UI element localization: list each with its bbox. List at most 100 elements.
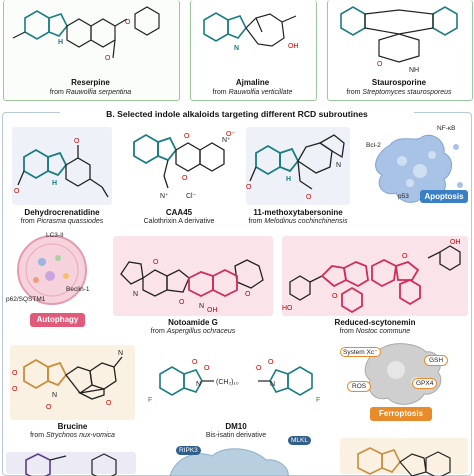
- svg-text:O: O: [184, 133, 190, 140]
- staurosporine-structure: O NH: [340, 6, 458, 74]
- dehydrocrenatidine-panel: [12, 127, 112, 205]
- panel-a-left: [3, 0, 180, 101]
- svg-text:O: O: [106, 400, 112, 407]
- staurosporine-source-prefix: from: [346, 89, 363, 96]
- necroptosis-label-mlkl: MLKL: [288, 436, 311, 445]
- svg-text:O: O: [182, 175, 188, 182]
- dm10-source: Bis-isatin derivative: [146, 432, 326, 439]
- svg-text:N: N: [234, 45, 239, 52]
- autophagy-vesicle-illustration: [17, 235, 87, 305]
- svg-text:O: O: [192, 359, 198, 366]
- reduced-scytonemin-source: from Nostoc commune: [282, 328, 468, 335]
- brucine-name: Brucine: [57, 422, 88, 431]
- svg-text:N: N: [52, 392, 57, 399]
- panel-a-mid: [190, 0, 317, 101]
- brucine-source: from Strychnos nux-vomica: [10, 432, 135, 439]
- ferroptosis-cell-illustration: [364, 343, 442, 405]
- staurosporine-name: Staurosporine: [371, 78, 427, 87]
- svg-text:O: O: [268, 359, 274, 366]
- autophagy-label-beclin: Beclin-1: [66, 286, 90, 293]
- dm10-n-left: N: [196, 381, 201, 388]
- autophagy-label-p62: p62/SQSTM1: [6, 296, 46, 303]
- reserpine-name: Reserpine: [71, 78, 110, 87]
- dm10-f-left: F: [148, 397, 152, 404]
- dm10-origin: Bis-isatin derivative: [205, 432, 267, 439]
- ajmaline-source-prefix: from: [212, 89, 229, 96]
- reduced-scytonemin-structure: O O HO OH: [282, 239, 461, 314]
- ferroptosis-label-systemxc: System Xc⁻: [340, 347, 381, 357]
- dehydrocrenatidine-species: Picrasma quassiodes: [36, 218, 104, 225]
- caa45-n-plus: N⁺: [222, 137, 231, 144]
- reserpine-structure: H O O: [12, 6, 160, 62]
- dehydrocrenatidine-name: Dehydrocrenatidine: [24, 208, 100, 217]
- caa45-name: CAA45: [165, 208, 193, 217]
- apoptosis-badge: Apoptosis: [420, 190, 468, 203]
- svg-text:O: O: [377, 61, 383, 68]
- reduced-scytonemin-species: Nostoc commune: [355, 328, 411, 335]
- caa45-n: N⁺: [160, 193, 169, 200]
- apoptosis-label-nfkb: NF-κB: [437, 125, 456, 132]
- notoamide-g-source: from Aspergillus ochraceus: [113, 328, 273, 335]
- notoamide-g-species: Aspergillus ochraceus: [166, 328, 236, 335]
- scytonemin-panel: [282, 236, 468, 316]
- dm10-f-right: F: [316, 397, 320, 404]
- row4-left-panel: [6, 452, 136, 474]
- ferroptosis-label-ros: ROS: [347, 381, 372, 392]
- dm10-n-right: N: [270, 381, 275, 388]
- section-b-title: B. Selected indole alkaloids targeting d…: [60, 104, 414, 120]
- svg-text:O: O: [153, 259, 159, 266]
- panel-a-right: [327, 0, 473, 101]
- svg-text:OH: OH: [450, 239, 461, 246]
- brucine-species: Strychnos nux-vomica: [46, 432, 115, 439]
- section-b-title-text: B. Selected indole alkaloids targeting d…: [106, 109, 368, 119]
- autophagy-badge: Autophagy: [30, 313, 85, 327]
- svg-text:O: O: [204, 365, 210, 372]
- svg-text:O: O: [12, 370, 18, 377]
- ferroptosis-badge: Ferroptosis: [370, 407, 432, 421]
- staurosporine-source: from Streptomyces staurosporeus: [327, 89, 471, 96]
- notoamide-g-source-prefix: from: [150, 328, 167, 335]
- ferroptosis-label-gpx4: GPX4: [412, 378, 438, 389]
- methoxytabersonine-name: 11-methoxytabersonine: [253, 208, 343, 217]
- methoxytabersonine-source: from Melodinus cochinchinensis: [238, 218, 358, 225]
- svg-text:O: O: [256, 365, 262, 372]
- row4-right-structure: [357, 447, 451, 476]
- dehydrocrenatidine-structure: O O H: [14, 138, 109, 198]
- svg-text:O: O: [245, 291, 251, 298]
- ferroptosis-label-gsh: GSH: [424, 355, 449, 366]
- autophagy-label-lc3: LC3-II: [46, 232, 64, 239]
- svg-text:N: N: [118, 350, 123, 357]
- caa45-o-minus: O⁻: [226, 131, 235, 138]
- svg-text:O: O: [125, 19, 131, 26]
- ajmaline-source: from Rauwolfia verticillate: [190, 89, 315, 96]
- ajmaline-name: Ajmaline: [235, 78, 270, 87]
- svg-text:N: N: [133, 291, 138, 298]
- svg-text:O: O: [74, 138, 80, 145]
- methoxytabersonine-species: Melodinus cochinchinensis: [264, 218, 348, 225]
- ajmaline-species: Rauwolfia verticillate: [228, 89, 293, 96]
- methoxytabersonine-source-prefix: from: [248, 218, 265, 225]
- apoptosis-label-bcl2: Bcl-2: [366, 142, 381, 149]
- svg-text:N: N: [336, 162, 341, 169]
- notoamide-g-name: Notoamide G: [168, 318, 218, 327]
- apoptosis-label-p53: p53: [398, 193, 409, 200]
- necroptosis-label-ripk3: RIPK3: [176, 446, 201, 455]
- svg-text:H: H: [52, 180, 57, 187]
- dm10-linker: (CH₂)₁₀: [216, 379, 239, 386]
- svg-text:O: O: [12, 386, 18, 393]
- svg-text:H: H: [286, 176, 291, 183]
- svg-text:O: O: [105, 55, 111, 62]
- brucine-structure: O O N O N O: [12, 350, 123, 411]
- reduced-scytonemin-source-prefix: from: [339, 328, 356, 335]
- svg-text:O: O: [402, 253, 408, 260]
- notoamide-g-structure: O N O N OH O: [120, 259, 264, 314]
- reserpine-source: from Rauwolfia serpentina: [3, 89, 178, 96]
- notoamide-oh: OH: [207, 307, 218, 314]
- caa45-origin: Calothrixin A derivative: [143, 218, 215, 225]
- caa45-cl: Cl⁻: [186, 193, 197, 200]
- necroptosis-cell-illustration: [169, 448, 289, 476]
- dehydrocrenatidine-source: from Picrasma quassiodes: [2, 218, 122, 225]
- svg-text:O: O: [306, 194, 312, 201]
- svg-text:O: O: [46, 404, 52, 411]
- svg-text:NH: NH: [409, 67, 419, 74]
